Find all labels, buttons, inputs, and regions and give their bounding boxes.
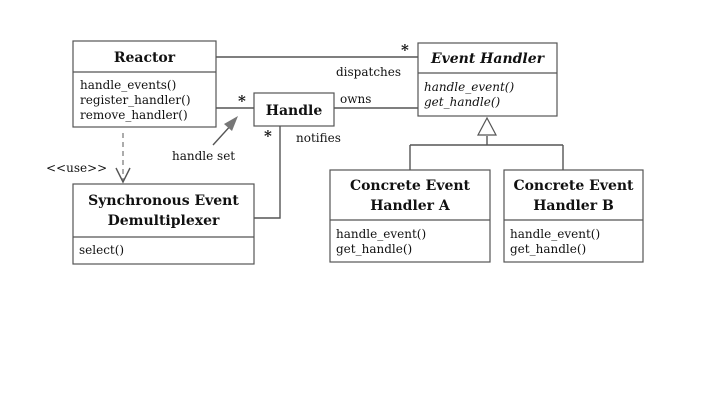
use-stereotype-label: <<use>> — [46, 161, 107, 175]
reactor-method-register-handler: register_handler() — [80, 93, 191, 107]
event-handler-class: Event Handler handle_event() get_handle(… — [417, 42, 558, 117]
reactor-method-remove-handler: remove_handler() — [80, 108, 188, 122]
concrete-handler-a-class: Concrete Event Handler A handle_event() … — [329, 169, 491, 263]
reactor-method-handle-events: handle_events() — [80, 78, 176, 92]
dispatches-label: dispatches — [336, 65, 401, 79]
sync-demux-name-line2: Demultiplexer — [108, 213, 220, 229]
handle-set-arrowhead — [224, 116, 238, 131]
handle-class: Handle — [253, 92, 335, 127]
event-handler-method-handle-event: handle_event() — [424, 80, 514, 94]
concrete-handler-b-class: Concrete Event Handler B handle_event() … — [503, 169, 644, 263]
notifies-label: notifies — [296, 131, 341, 145]
event-handler-method-get-handle: get_handle() — [424, 95, 501, 109]
handle-class-name: Handle — [266, 103, 323, 119]
reactor-class-name: Reactor — [114, 50, 176, 66]
sync-demux-class: Synchronous Event Demultiplexer select() — [72, 183, 255, 265]
sync-demux-name-line1: Synchronous Event — [88, 193, 239, 209]
handle-set-label: handle set — [172, 149, 235, 163]
inheritance-triangle — [477, 116, 497, 136]
concrete-a-name-line2: Handler A — [370, 198, 451, 214]
reactor-class: Reactor handle_events() register_handler… — [72, 40, 217, 128]
concrete-a-method-handle-event: handle_event() — [336, 227, 426, 241]
concrete-b-method-get-handle: get_handle() — [510, 242, 586, 256]
owns-label: owns — [340, 92, 371, 106]
sync-demux-method-select: select() — [79, 243, 124, 257]
concrete-a-name-line1: Concrete Event — [350, 178, 471, 194]
concrete-b-name-line1: Concrete Event — [513, 178, 634, 194]
use-dependency-arrowhead — [115, 167, 131, 184]
notifies-multiplicity: * — [264, 127, 272, 145]
notifies-association — [254, 126, 281, 219]
concrete-b-name-line2: Handler B — [533, 198, 614, 214]
concrete-a-method-get-handle: get_handle() — [336, 242, 412, 256]
reactor-handle-multiplicity: * — [238, 92, 246, 110]
event-handler-class-name: Event Handler — [430, 51, 546, 67]
event-handler-multiplicity: * — [401, 41, 409, 59]
concrete-b-method-handle-event: handle_event() — [510, 227, 600, 241]
